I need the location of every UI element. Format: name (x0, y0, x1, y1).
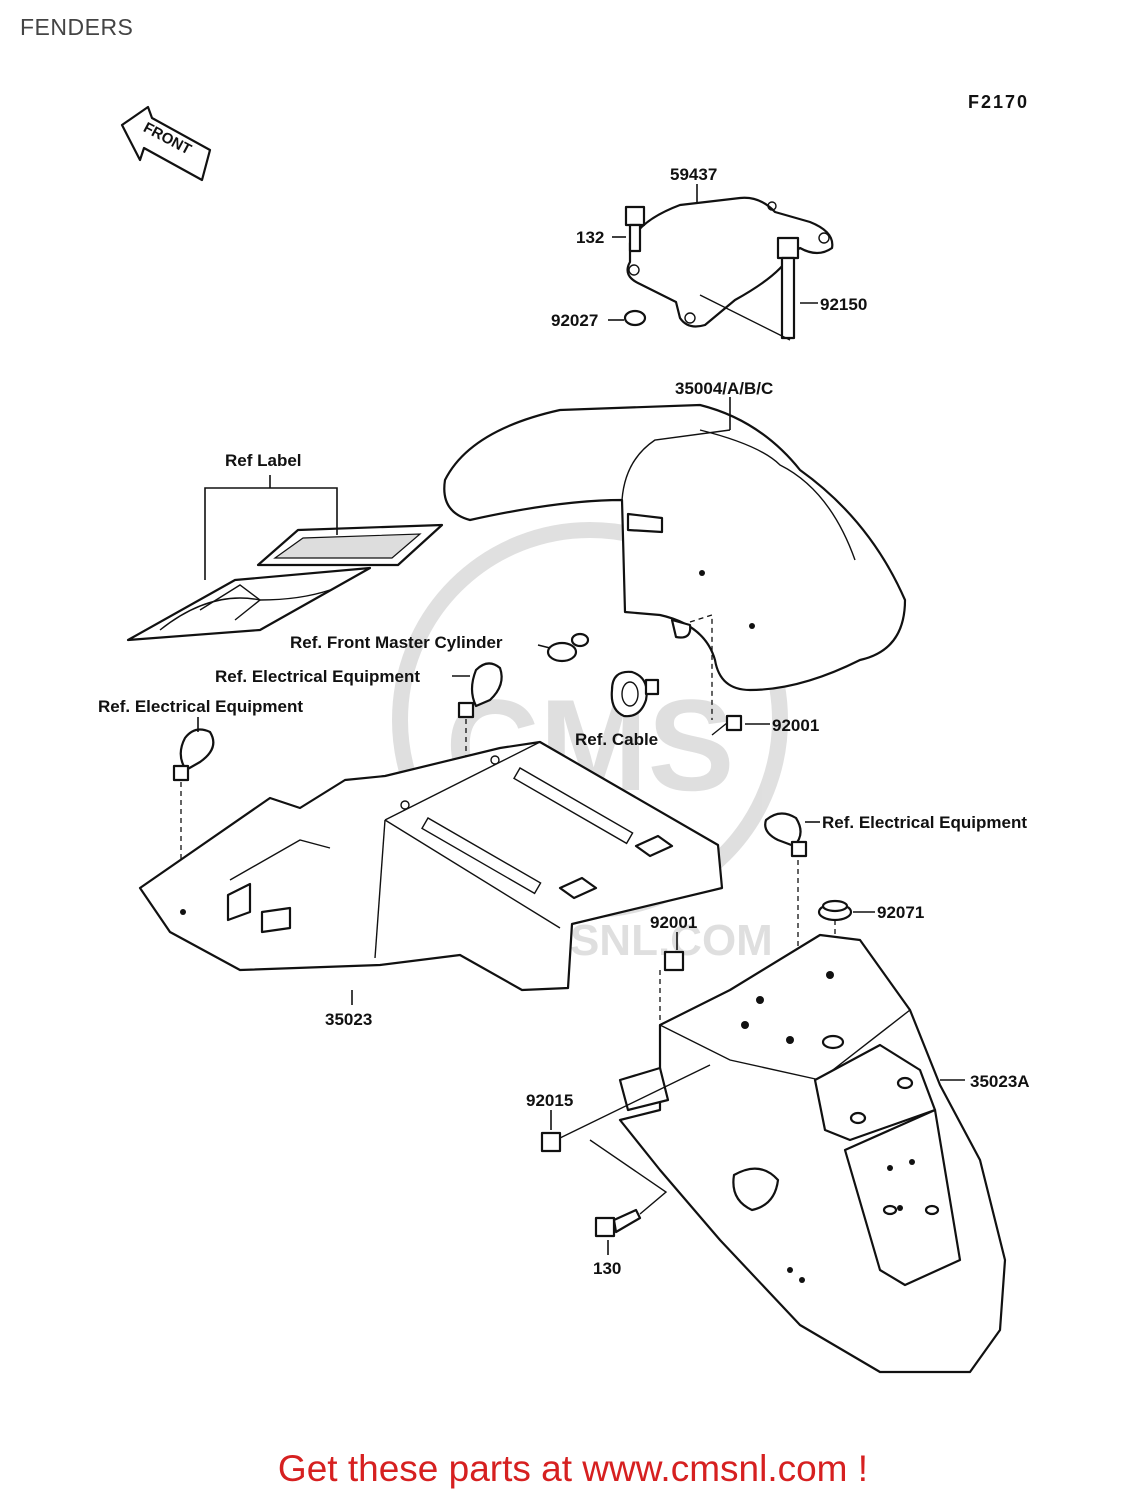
front-fender-35004 (443, 403, 907, 692)
rear-fender-35023A (618, 933, 1007, 1374)
bolt-130 (589, 1139, 668, 1238)
label-35004: 35004/A/B/C (675, 379, 773, 398)
nut-92015 (540, 1064, 711, 1153)
screw-92001-lower (663, 950, 685, 972)
label-92015: 92015 (526, 1091, 573, 1110)
diagram-ref-code: F2170 (968, 92, 1029, 112)
front-arrow-icon: FRONT (120, 105, 212, 182)
label-ref-front-master: Ref. Front Master Cylinder (290, 633, 503, 652)
clamp-electrical-2 (457, 662, 503, 719)
label-92001-lower: 92001 (650, 913, 697, 932)
inner-fender-35023 (138, 740, 724, 992)
label-92071: 92071 (877, 903, 924, 922)
label-92001-upper: 92001 (772, 716, 819, 735)
cable-guide (610, 614, 713, 720)
nut-92027 (623, 309, 647, 327)
clamp-electrical-3 (764, 812, 808, 858)
bracket-59437 (626, 196, 834, 328)
bolt-132 (624, 205, 646, 253)
screw-92001-upper (711, 714, 743, 736)
label-92027: 92027 (551, 311, 598, 330)
footer-link[interactable]: Get these parts at www.cmsnl.com ! (277, 1448, 869, 1489)
label-ref-cable: Ref. Cable (575, 730, 658, 749)
label-35023: 35023 (325, 1010, 372, 1029)
parts-diagram: CMS WWW.CMSNL.COM F2170 FRONT 59437 132 … (98, 92, 1030, 1374)
clamp-front-master (546, 632, 590, 663)
label-ref-elec-3: Ref. Electrical Equipment (822, 813, 1027, 832)
label-130: 130 (593, 1259, 621, 1278)
label-ref-label: Ref Label (225, 451, 302, 470)
label-132: 132 (576, 228, 604, 247)
label-92150: 92150 (820, 295, 867, 314)
bolt-92150 (776, 236, 800, 340)
page-title: FENDERS (20, 14, 134, 40)
grommet-92071 (817, 899, 853, 922)
ref-label-stickers (126, 523, 444, 642)
label-35023A: 35023A (970, 1072, 1030, 1091)
label-ref-elec-1: Ref. Electrical Equipment (98, 697, 303, 716)
clamp-electrical-1 (172, 728, 215, 782)
label-ref-elec-2: Ref. Electrical Equipment (215, 667, 420, 686)
label-59437: 59437 (670, 165, 717, 184)
